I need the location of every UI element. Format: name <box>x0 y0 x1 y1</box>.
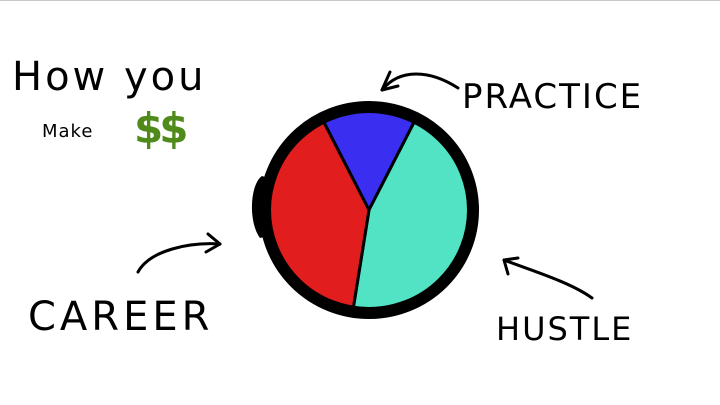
label-practice: PRACTICE <box>462 77 643 117</box>
title-line1: How you <box>12 54 206 100</box>
label-hustle: HUSTLE <box>496 310 633 348</box>
arrow-hustle-head <box>502 256 520 276</box>
top-border <box>0 0 720 1</box>
money-symbol: $$ <box>134 104 186 153</box>
arrow-career-head <box>204 232 222 254</box>
arrow-hustle <box>502 258 594 300</box>
arrow-practice <box>380 72 460 92</box>
title-line2: Make <box>42 121 93 142</box>
pie-chart <box>251 101 479 319</box>
pie-rim <box>259 101 479 319</box>
label-career: CAREER <box>28 294 213 340</box>
arrow-career <box>136 242 222 274</box>
arrow-practice-head <box>380 70 400 92</box>
